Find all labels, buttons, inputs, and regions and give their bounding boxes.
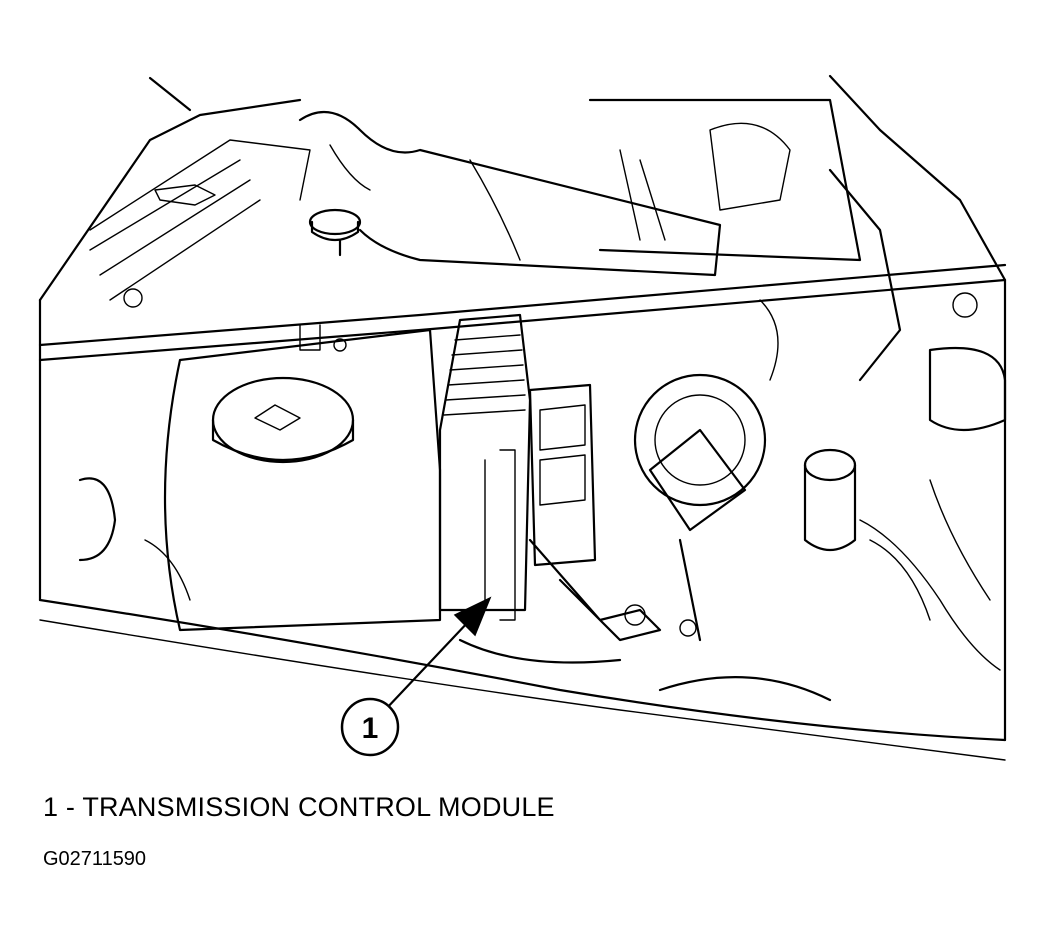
- transmission-control-module: [438, 313, 532, 621]
- module-connectors: [528, 383, 662, 642]
- radiator-hose: [298, 110, 722, 277]
- hood-outline: [38, 74, 1007, 761]
- legend-item-1: 1 - TRANSMISSION CONTROL MODULE: [43, 792, 555, 822]
- hood-prop-rod: [38, 263, 1007, 362]
- callout-leader: [383, 596, 492, 712]
- wiring-harness: [469, 149, 1001, 671]
- pressure-cap: [308, 208, 362, 257]
- legend: 1 - TRANSMISSION CONTROL MODULE: [43, 792, 555, 823]
- callout-1: 1: [340, 697, 400, 757]
- engine-bay-illustration: 1: [38, 74, 1007, 761]
- washer-reservoir: [163, 324, 442, 632]
- callout-1-number: 1: [362, 712, 379, 745]
- radiator: [89, 139, 311, 308]
- intake-components: [588, 98, 1007, 552]
- alternator: [624, 373, 767, 642]
- figure-id: G02711590: [43, 848, 147, 870]
- lower-left-components: [78, 477, 832, 702]
